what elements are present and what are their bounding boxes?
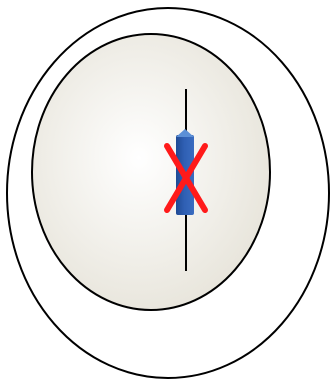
inner-body — [32, 34, 270, 310]
